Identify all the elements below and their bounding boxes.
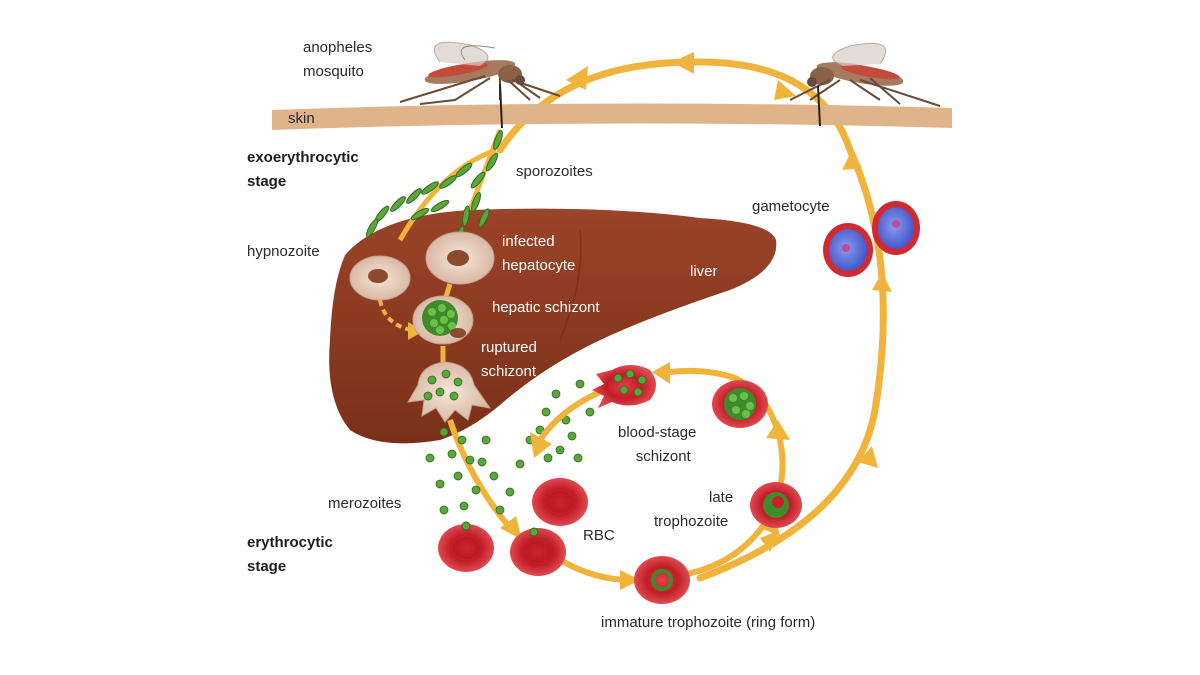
label-rbc: RBC	[583, 527, 615, 544]
arrowhead	[652, 362, 670, 384]
blood-stage-schizont-rbc	[712, 380, 768, 428]
ring-form-rbc	[634, 556, 690, 604]
skin-band	[272, 103, 952, 130]
arrowhead	[872, 272, 892, 292]
late-trophozoite-rbc	[750, 482, 802, 528]
inner-cycle-arrow	[639, 367, 786, 582]
arrowhead	[620, 570, 640, 590]
hypnozoite-cell	[349, 255, 411, 301]
merozoites	[425, 379, 595, 515]
label-skin: skin	[288, 110, 315, 127]
label-hypnozoite: hypnozoite	[247, 243, 320, 260]
ruptured-schizont-cell	[407, 361, 492, 423]
rbc	[510, 527, 566, 576]
label-hepatic-schizont: hepatic schizont	[492, 299, 600, 316]
label-liver: liver	[690, 263, 718, 280]
ruptured-rbc	[592, 365, 656, 408]
arrowhead	[760, 530, 780, 552]
gametocyte-cell	[823, 223, 873, 277]
hepatic-schizont-cell	[412, 295, 474, 345]
arrowhead	[842, 150, 862, 170]
rbc	[532, 478, 588, 526]
merozoite-arrow	[447, 419, 513, 530]
arrowhead	[766, 420, 790, 440]
infected-hepatocyte-cell	[425, 231, 495, 285]
label-merozoites: merozoites	[328, 495, 402, 512]
rbc	[438, 521, 494, 572]
gametocyte-cell	[872, 201, 920, 255]
release-arrow	[537, 389, 602, 442]
mosquito-right	[789, 42, 941, 127]
label-sporozoites: sporozoites	[516, 163, 593, 180]
arrowhead	[774, 80, 796, 100]
hypnozoite-dashed-arrow	[378, 299, 413, 332]
label-immature-trophozoite: immature trophozoite (ring form)	[601, 614, 816, 631]
arrowhead	[566, 66, 588, 90]
arrowhead	[672, 52, 694, 74]
arrowhead	[500, 516, 522, 540]
rbc-to-ring-arrow	[558, 557, 631, 583]
mosquito-left	[399, 41, 561, 129]
label-gametocyte: gametocyte	[752, 198, 830, 215]
arrowhead	[858, 446, 878, 468]
sporozoites	[365, 130, 503, 247]
arrowhead	[530, 432, 552, 458]
